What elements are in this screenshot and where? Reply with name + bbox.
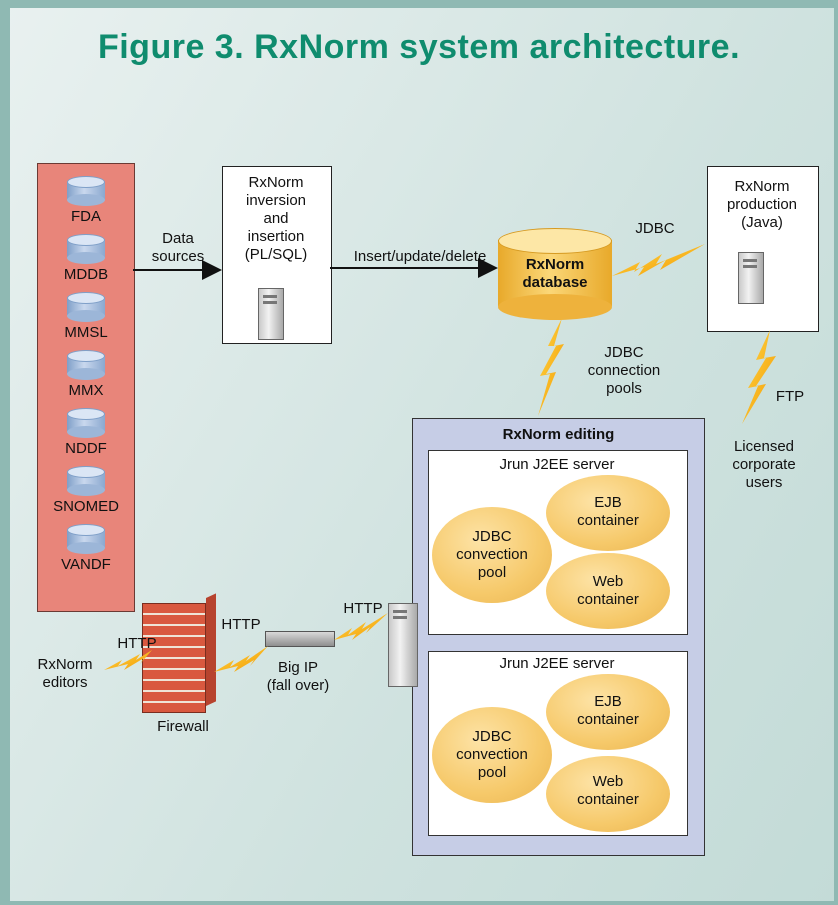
ejb-container-label: EJB container xyxy=(577,693,639,728)
server-tower-icon xyxy=(738,252,764,304)
ejb-container-label: EJB container xyxy=(577,494,639,529)
database-cylinder-icon xyxy=(67,350,105,380)
database-cylinder-icon xyxy=(67,524,105,554)
rxnorm-editors-label: RxNorm editors xyxy=(37,656,93,691)
http-label: HTTP xyxy=(343,600,383,617)
web-container-shape xyxy=(546,553,670,629)
jdbc-pool-shape xyxy=(432,707,552,803)
http-label: HTTP xyxy=(221,616,261,633)
data-source-label: MMSL xyxy=(64,324,108,341)
database-cylinder-icon xyxy=(67,408,105,438)
web-container-shape xyxy=(546,756,670,832)
database-cylinder-icon xyxy=(67,176,105,206)
ejb-container-shape xyxy=(546,674,670,750)
ftp-label: FTP xyxy=(775,388,805,405)
http-label: HTTP xyxy=(117,635,157,652)
big-ip-label: Big IP (fall over) xyxy=(266,659,330,694)
database-cylinder-icon xyxy=(67,292,105,322)
lightning-connection-icon xyxy=(214,646,268,672)
figure-title: Figure 3. RxNorm system architecture. xyxy=(97,28,741,66)
jdbc-connection-pools-label: JDBC connection pools xyxy=(587,344,661,397)
frame-border-right xyxy=(834,0,838,905)
lightning-connection-icon xyxy=(334,613,388,640)
editing-panel-title: RxNorm editing xyxy=(502,426,615,443)
web-container-label: Web container xyxy=(577,573,639,608)
server-tower-icon xyxy=(388,603,418,687)
licensed-users-label: Licensed corporate users xyxy=(732,438,796,491)
data-sources-panel: FDA MDDB MMSL MMX NDDF SNOMED VANDF xyxy=(37,163,135,612)
insert-update-delete-label: Insert/update/delete xyxy=(353,248,487,265)
jdbc-label: JDBC xyxy=(635,220,675,237)
data-source-label: FDA xyxy=(71,208,101,225)
frame-border-top xyxy=(0,0,838,8)
lightning-connection-icon xyxy=(742,330,776,424)
lightning-connection-icon xyxy=(612,244,705,276)
production-label: RxNorm production (Java) xyxy=(726,178,798,231)
jdbc-pool-label: JDBC convection pool xyxy=(456,728,528,781)
production-box xyxy=(707,166,819,332)
server-tower-icon xyxy=(258,288,284,340)
lightning-connection-icon xyxy=(538,318,564,416)
data-source-label: NDDF xyxy=(65,440,107,457)
database-cylinder-icon xyxy=(67,466,105,496)
j2ee-server-label: Jrun J2EE server xyxy=(499,456,615,473)
data-source-label: VANDF xyxy=(61,556,111,573)
data-sources-edge-label: Data sources xyxy=(151,230,205,265)
data-source-label: MMX xyxy=(68,382,104,399)
lightning-connection-icon xyxy=(104,650,152,670)
web-container-label: Web container xyxy=(577,773,639,808)
data-source-label: MDDB xyxy=(63,266,109,283)
jdbc-pool-shape xyxy=(432,507,552,603)
ejb-container-shape xyxy=(546,475,670,551)
firewall-label: Firewall xyxy=(157,718,209,735)
database-cylinder-icon xyxy=(498,228,612,320)
router-icon xyxy=(265,631,335,647)
data-source-label: SNOMED xyxy=(53,498,119,515)
frame-border-left xyxy=(0,0,10,905)
jdbc-pool-label: JDBC convection pool xyxy=(456,528,528,581)
frame-border-bottom xyxy=(0,901,838,905)
j2ee-server-label: Jrun J2EE server xyxy=(499,655,615,672)
firewall-icon xyxy=(142,603,206,713)
database-cylinder-icon xyxy=(67,234,105,264)
database-label: RxNorm database xyxy=(522,256,588,291)
inversion-insertion-label: RxNorm inversion and insertion (PL/SQL) xyxy=(244,174,308,263)
